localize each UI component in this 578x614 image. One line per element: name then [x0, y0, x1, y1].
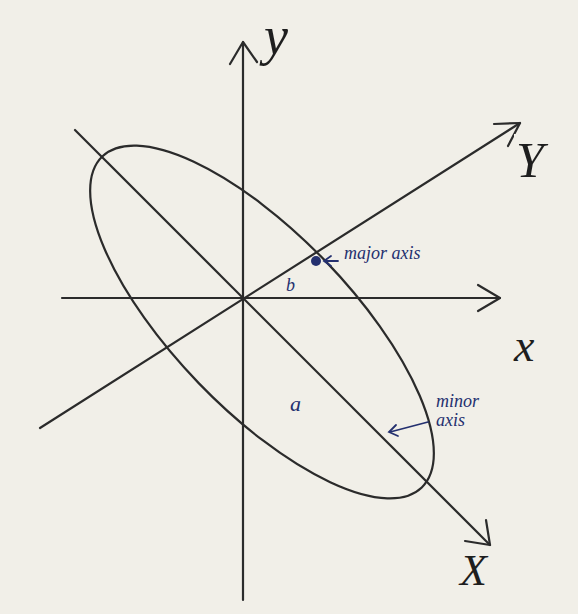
callout-label: minor axis — [434, 392, 498, 430]
axis-label: X — [458, 548, 489, 594]
rotated-y-axis — [40, 123, 520, 428]
axis-point — [311, 256, 321, 266]
arrow-head — [465, 520, 490, 545]
rotated-x-axis — [75, 130, 490, 545]
axis-label: Y — [514, 134, 546, 187]
semi-axis-label: b — [284, 276, 297, 295]
axis-label: x — [512, 322, 536, 370]
leader-line — [390, 422, 428, 432]
arrow-head — [230, 42, 257, 64]
x-axis — [62, 297, 500, 299]
semi-axis-label: a — [288, 392, 303, 415]
y-axis — [242, 42, 244, 600]
leader-line — [325, 260, 338, 262]
axis-label: y — [262, 8, 290, 65]
callout-label: major axis — [342, 244, 423, 263]
ellipse — [39, 95, 485, 548]
arrow-head — [478, 285, 500, 311]
arrow-head — [389, 425, 398, 436]
arrow-head — [324, 256, 331, 266]
